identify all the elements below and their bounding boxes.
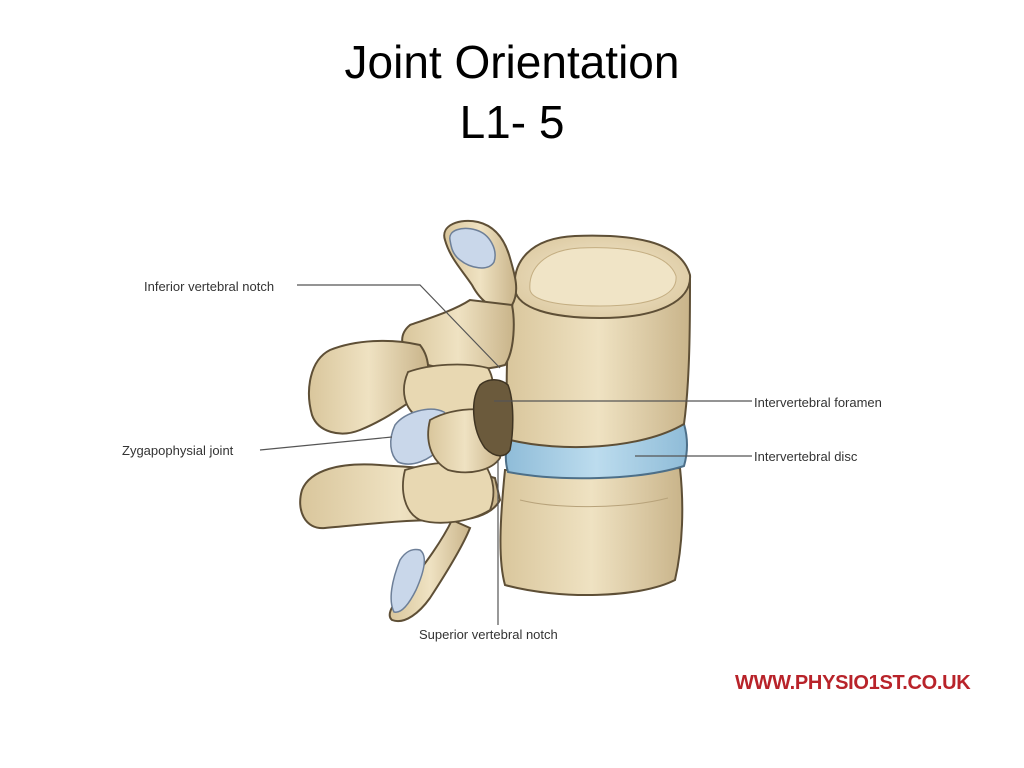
- intervertebral-foramen-opening: [472, 379, 514, 457]
- upper-posterior-elements: [308, 220, 518, 474]
- leader-inferior-notch: [297, 284, 501, 369]
- upper-vertebral-body: [505, 234, 692, 449]
- label-intervertebral-foramen: Intervertebral foramen: [754, 395, 882, 410]
- title-line-1: Joint Orientation: [344, 36, 680, 88]
- label-intervertebral-disc: Intervertebral disc: [754, 449, 858, 464]
- watermark-url: WWW.PHYSIO1ST.CO.UK: [735, 672, 971, 694]
- lower-posterior-elements: [299, 461, 502, 623]
- label-zygapophysial-joint: Zygapophysial joint: [122, 443, 234, 458]
- title-line-2: L1- 5: [459, 96, 565, 148]
- label-inferior-vertebral-notch: Inferior vertebral notch: [144, 279, 275, 294]
- leader-lines: [259, 284, 752, 625]
- lower-vertebral-body: [499, 466, 684, 596]
- slide-title: Joint Orientation L1- 5: [0, 32, 1024, 152]
- leader-zygapophysial: [259, 436, 393, 451]
- label-superior-vertebral-notch: Superior vertebral notch: [419, 627, 558, 642]
